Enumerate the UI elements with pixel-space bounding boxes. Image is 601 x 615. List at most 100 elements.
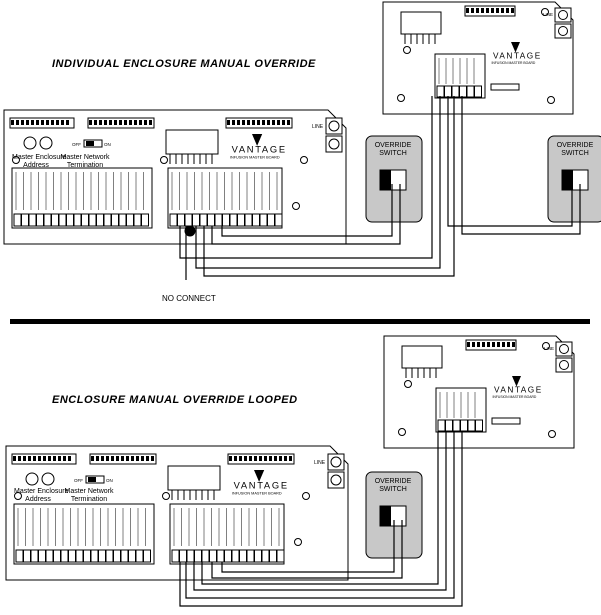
master-board-top-io-terminal	[274, 213, 283, 227]
override-switch-2-rocker-dark	[562, 170, 573, 190]
slave-board-bottom-logo-subtitle: INFUSION MASTER BOARD	[493, 395, 537, 399]
master-board-bottom-connector-2-pin	[121, 456, 124, 461]
slave-board-bottom-connector-pin	[467, 342, 470, 347]
master-board-bottom-io-terminal	[53, 549, 61, 563]
slave-board-top-screw-terminal-1	[554, 7, 572, 23]
master-board-top-io-terminal	[51, 213, 59, 227]
master-board-top-connector-3	[225, 117, 293, 129]
master-board-top-connector-3-pin	[287, 120, 290, 125]
master-board-bottom-logo-v-icon	[254, 470, 265, 482]
slave-board-bottom-connector-pin	[497, 342, 500, 347]
master-board-top-io-block-right	[167, 167, 283, 229]
slave-board-bottom-io-terminal	[445, 419, 453, 432]
master-board-bottom-io-terminal	[30, 549, 39, 563]
master-board-bottom-connector-2-pin	[96, 456, 99, 461]
slave-board-top-connector-pin	[491, 8, 494, 13]
master-board-bottom-connector-3-pin	[264, 456, 267, 461]
master-board-bottom-connector-2-pin	[126, 456, 129, 461]
master-board-top-logo-subtitle: INFUSION MASTER BOARD	[230, 156, 280, 160]
master-board-top-io-terminal	[169, 213, 178, 227]
master-board-bottom-io-terminal	[246, 549, 255, 563]
master-board-top-connector-2-pin	[129, 120, 132, 125]
master-board-top-io-terminal	[81, 213, 89, 227]
title-individual-override: INDIVIDUAL ENCLOSURE MANUAL OVERRIDE	[52, 58, 316, 70]
master-board-top-connector-1-pin	[66, 120, 69, 125]
master-board-bottom-address-dial-2	[41, 472, 55, 486]
master-board-top-logo-v-icon	[252, 134, 263, 146]
slave-board-top-io-terminal	[466, 85, 475, 98]
master-board-bottom-io-terminal	[105, 549, 114, 563]
master-board-top-io-terminal	[244, 213, 253, 227]
slave-board-top-logo-v-icon	[511, 42, 520, 53]
master-board-top-toggle-on: ON	[104, 142, 111, 147]
slave-board-bottom-mount-hole	[548, 430, 556, 438]
master-board-bottom-io-terminal	[216, 549, 225, 563]
slave-board-top-connector-pin	[486, 8, 489, 13]
master-board-top-io-terminal	[222, 213, 230, 227]
master-board-bottom-io-terminal	[171, 549, 180, 563]
master-board-top-connector-1-pin	[21, 120, 24, 125]
wire-bottom-2	[185, 432, 455, 599]
master-board-bottom-io-terminal	[143, 549, 151, 563]
master-board-top-connector-2-pin	[139, 120, 142, 125]
master-board-bottom-connector-3-pin	[239, 456, 242, 461]
slave-board-top-connector-pin	[506, 8, 509, 13]
master-board-top-io-block-left	[11, 167, 153, 229]
master-board-bottom-connector-1-pin	[38, 456, 41, 461]
wire-bottom-1	[179, 432, 463, 607]
master-board-bottom-io-terminal	[209, 549, 217, 563]
master-board-bottom-connector-2	[89, 453, 157, 465]
wire-top-3	[203, 96, 455, 277]
master-board-top-connector-3-pin	[262, 120, 265, 125]
master-board-bottom-connector-1	[11, 453, 77, 465]
slave-board-bottom-io-terminal	[460, 419, 468, 432]
master-board-bottom-io-terminal	[276, 549, 285, 563]
master-board-top-io-terminal	[237, 213, 245, 227]
master-board-top-address-dial	[23, 136, 37, 150]
master-board-bottom-connector-1-pin	[33, 456, 36, 461]
slave-board-bottom-screw-2	[559, 360, 569, 370]
slave-board-bottom-screw-1	[559, 344, 569, 354]
slave-board-top-mount-hole	[403, 46, 411, 54]
master-board-top-io-terminal	[111, 213, 119, 227]
slave-board-top-io-terminal	[436, 85, 445, 98]
master-board-bottom-io-terminal	[15, 549, 24, 563]
master-board-top-connector-1-pin	[46, 120, 49, 125]
master-board-bottom-connector-3-pin	[249, 456, 252, 461]
master-board-top-logo-brand: VANTAGE	[232, 145, 287, 155]
master-board-bottom-io-terminal	[231, 549, 240, 563]
master-board-top-io-terminal	[13, 213, 22, 227]
master-board-bottom-io-terminal	[68, 549, 76, 563]
master-board-top-relay	[165, 129, 219, 155]
master-board-bottom-screw-terminal-1	[327, 453, 345, 471]
master-board-bottom-screw-terminal-2	[327, 471, 345, 489]
master-board-bottom-io-terminal	[201, 549, 210, 563]
slave-board-bottom-connector-pin	[502, 342, 505, 347]
slave-board-bottom-io-terminal	[437, 419, 446, 432]
master-board-bottom-connector-3-pin	[274, 456, 277, 461]
slave-board-bottom-connector-pin	[487, 342, 490, 347]
slave-board-top-io-block	[434, 53, 486, 99]
master-board-bottom-connector-1-pin	[28, 456, 31, 461]
master-board-bottom-connector-2-pin	[146, 456, 149, 461]
master-board-top-io-terminal	[133, 213, 142, 227]
master-board-top-io-terminal	[141, 213, 149, 227]
master-board-bottom-logo-subtitle: INFUSION MASTER BOARD	[232, 492, 282, 496]
slave-board-bottom-logo-v-icon	[512, 376, 521, 387]
slave-board-top-connector-pin	[476, 8, 479, 13]
master-board-top-mount-hole	[292, 202, 300, 210]
master-board-top-io-terminal	[199, 213, 208, 227]
master-board-bottom-termination-toggle-knob	[88, 477, 96, 482]
slave-board-bottom-connector	[465, 339, 517, 351]
master-board-top-connector-1-pin	[51, 120, 54, 125]
master-board-bottom-connector-2-pin	[141, 456, 144, 461]
master-board-top-connector-1-pin	[61, 120, 64, 125]
master-board-top-connector-2-pin	[94, 120, 97, 125]
master-board-bottom-io-terminal	[75, 549, 84, 563]
